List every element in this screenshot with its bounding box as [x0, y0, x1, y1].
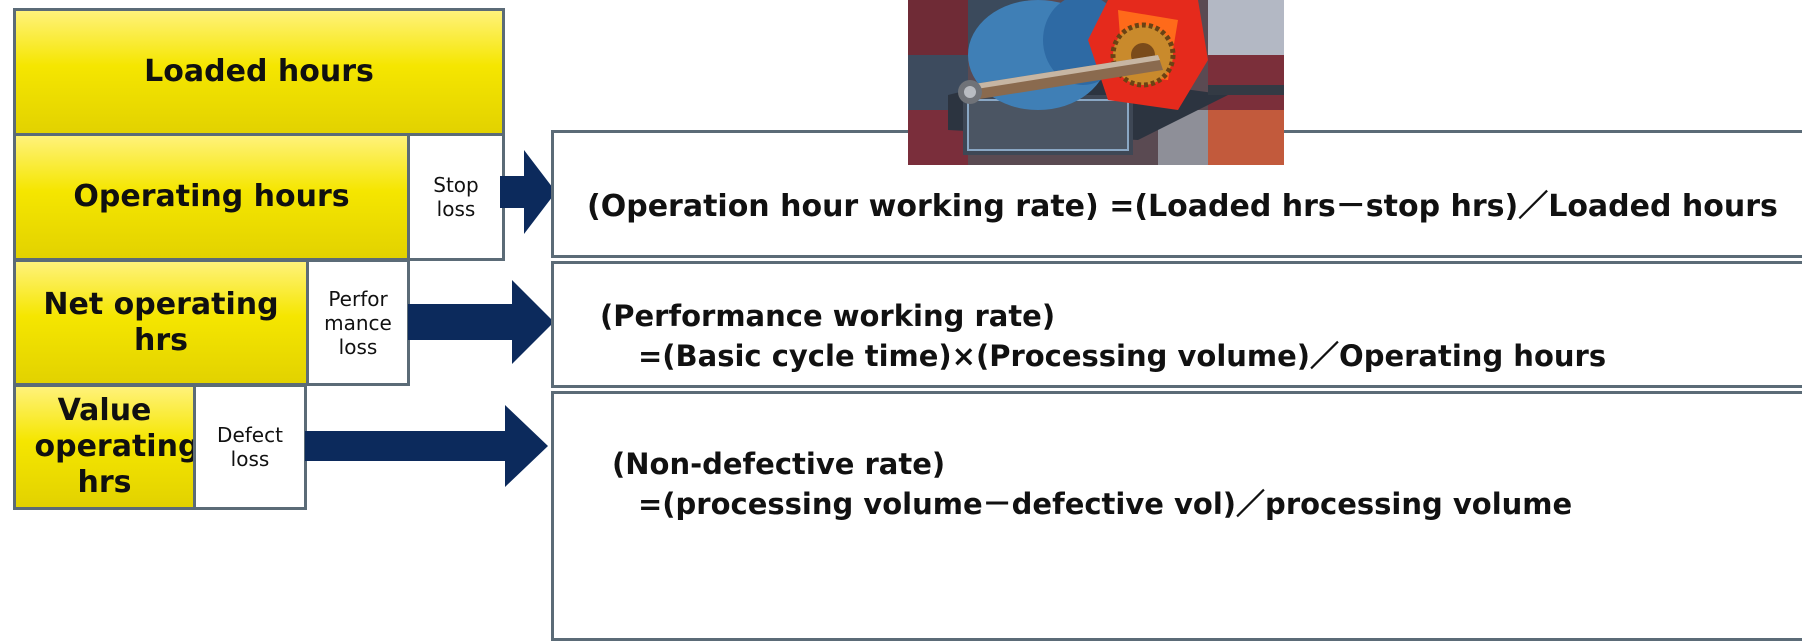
performance-rate-expression: =(Basic cycle time)×(Processing volume)／… — [638, 339, 1607, 373]
defect-loss-label: Defect loss — [217, 423, 283, 471]
defect-loss-box: Defect loss — [193, 384, 307, 510]
performance-rate-title: (Performance working rate) — [600, 299, 1056, 333]
net-operating-hrs-block: Net operating hrs — [13, 259, 309, 386]
net-operating-hrs-label: Net operating hrs — [43, 286, 279, 358]
performance-rate-formula-box: (Performance working rate) =(Basic cycle… — [551, 261, 1802, 388]
stop-loss-label: Stop loss — [433, 173, 479, 221]
performance-loss-label: Perfor mance loss — [324, 286, 392, 359]
operating-hours-block: Operating hours — [13, 133, 410, 261]
value-operating-hrs-label: Value operating hrs — [34, 393, 200, 500]
loaded-hours-block: Loaded hours — [13, 8, 505, 136]
operation-rate-formula: (Operation hour working rate) =(Loaded h… — [587, 189, 1778, 224]
gearbox-image — [908, 0, 1284, 165]
non-defective-rate-formula-box: (Non-defective rate) =(processing volume… — [551, 391, 1802, 641]
non-defective-rate-title: (Non-defective rate) — [612, 447, 946, 481]
stop-loss-box: Stop loss — [407, 133, 505, 261]
defect-loss-arrow — [305, 405, 548, 487]
gearbox-photo — [908, 0, 1284, 165]
operating-hours-label: Operating hours — [73, 179, 350, 214]
performance-loss-box: Perfor mance loss — [306, 259, 410, 386]
non-defective-rate-expression: =(processing volume－defective vol)／proce… — [638, 487, 1573, 521]
value-operating-hrs-block: Value operating hrs — [13, 384, 200, 510]
performance-loss-arrow — [408, 280, 554, 364]
loaded-hours-label: Loaded hours — [144, 54, 374, 89]
stop-loss-arrow — [500, 150, 556, 234]
